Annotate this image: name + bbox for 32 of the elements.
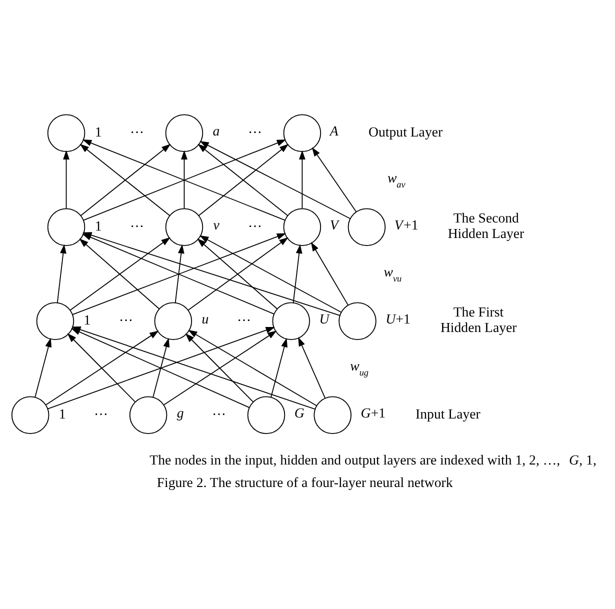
node-label: v xyxy=(213,216,220,232)
node-label: G+1 xyxy=(360,404,386,420)
label: ⋯ xyxy=(130,124,144,139)
caption: Figure 2. The structure of a four-layer neural network xyxy=(156,474,453,490)
node-label: 1 xyxy=(58,406,66,421)
label: The nodes in the input, hidden and output layers are indexed with 1, 2, …, G, 1, xyxy=(150,452,596,467)
node-label: g xyxy=(176,404,184,420)
label: ⋯ xyxy=(130,218,144,233)
label: ⋯ xyxy=(94,406,108,421)
label: ⋯ xyxy=(236,312,251,327)
label: w$_{ug}$ xyxy=(350,358,369,377)
label: w$_{av}$ xyxy=(387,170,406,189)
node-label: U xyxy=(319,310,330,326)
node-label: 1 xyxy=(84,312,91,327)
label: The First Hidden Layer xyxy=(440,304,517,335)
label: Output Layer xyxy=(368,124,443,139)
node-label: V xyxy=(330,216,338,232)
label: The Second Hidden Layer xyxy=(448,210,524,241)
node-label: 1 xyxy=(94,124,102,139)
node-label: A xyxy=(330,122,338,138)
node-label: V+1 xyxy=(394,216,418,232)
label: ⋯ xyxy=(248,124,262,139)
node-label: U+1 xyxy=(386,310,410,326)
label: ⋯ xyxy=(212,406,226,421)
label: Input Layer xyxy=(416,406,480,421)
label: ⋯ xyxy=(248,218,262,233)
node-label: a xyxy=(212,122,220,138)
node-label: u xyxy=(202,310,209,326)
label: ⋯ xyxy=(118,312,133,327)
label: w$_{vu}$ xyxy=(384,264,402,283)
node-label: 1 xyxy=(94,218,102,233)
node-label: G xyxy=(294,404,304,420)
